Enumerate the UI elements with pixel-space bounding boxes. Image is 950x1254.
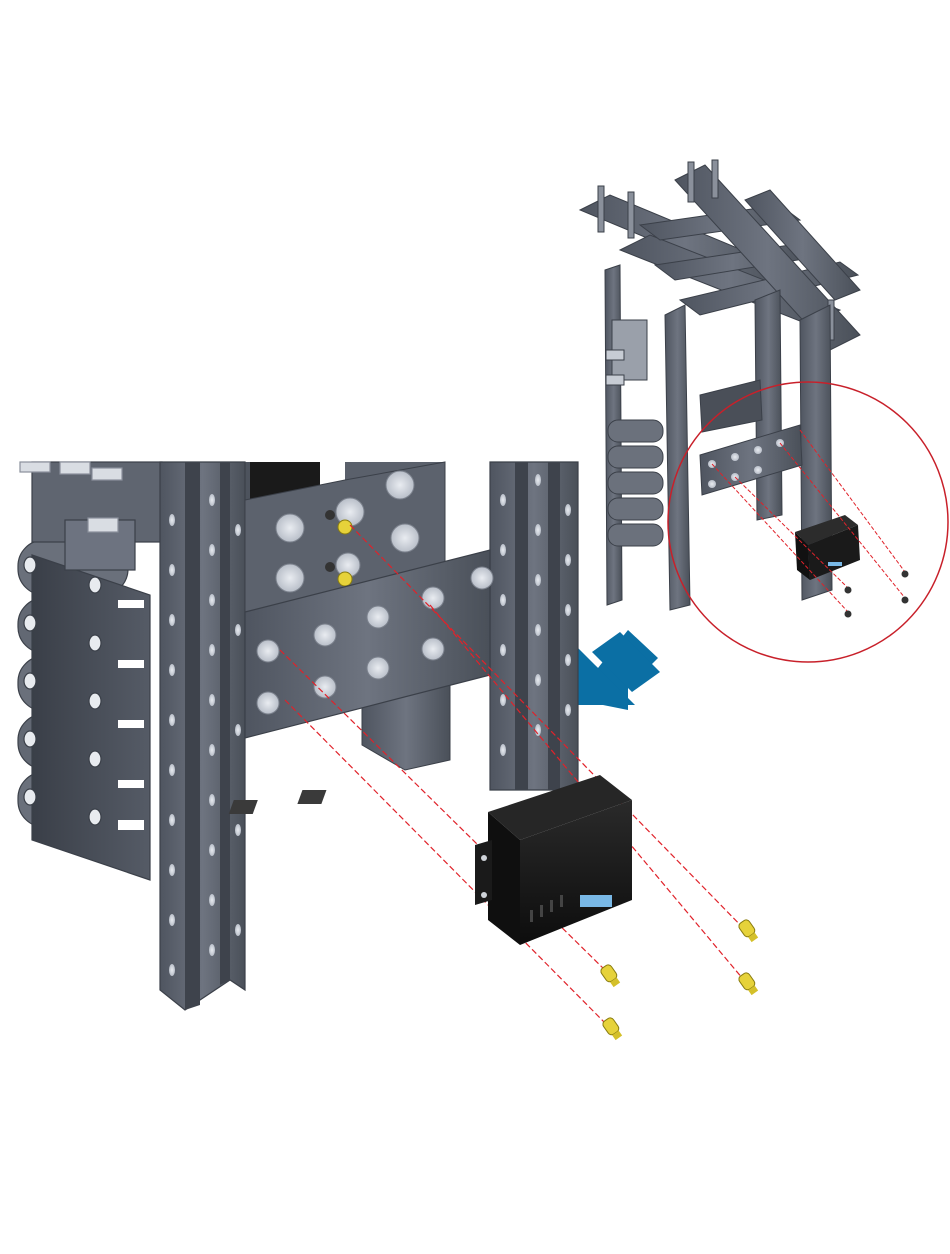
vertical-channel-left (160, 462, 245, 1010)
overview-cable-chain (606, 320, 663, 546)
overview-assembly (580, 160, 948, 662)
detail-view (18, 462, 760, 1041)
electronic-module (229, 775, 632, 945)
arrow-down-left-icon (578, 630, 660, 710)
cable-chain (18, 462, 162, 880)
vertical-channel-right (490, 462, 578, 790)
connector-port (580, 895, 612, 907)
screw-bottom-right (737, 971, 759, 996)
screws (599, 918, 759, 1041)
screw-bottom (601, 1016, 623, 1041)
screw-top-right (737, 918, 759, 943)
overview-screws (845, 571, 909, 618)
